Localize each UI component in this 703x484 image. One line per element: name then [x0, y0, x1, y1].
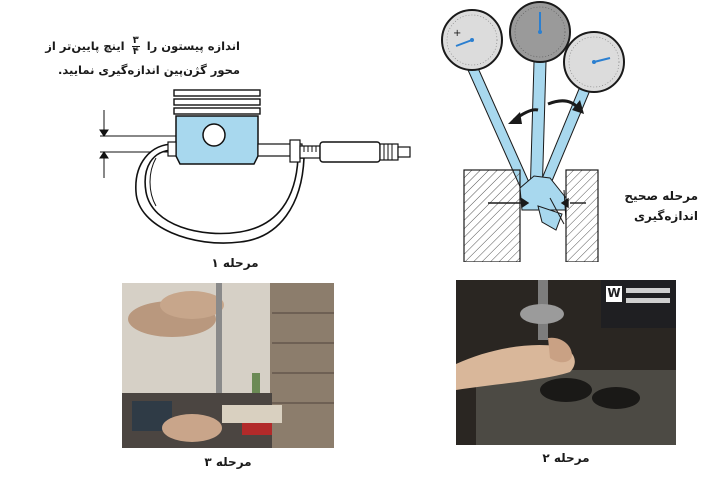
micrometer-lock [289, 139, 301, 163]
step2-caption: مرحله ۲ [542, 451, 590, 465]
step2-photo: W [456, 280, 676, 445]
piston-pin-hole [202, 123, 226, 147]
gauge-label-line2: اندازه‌گیری [634, 209, 698, 223]
gauge-label-line1: مرحله صحیح [624, 189, 698, 203]
micrometer-thimble [319, 141, 381, 163]
step1-instruction-line2: محور گژن‌پین اندازه‌گیری نمایید. [58, 63, 240, 77]
dial-center [509, 1, 571, 63]
micrometer-barrel [299, 145, 321, 159]
dial-right [563, 31, 625, 93]
micrometer-ratchet [379, 143, 411, 161]
step1-caption: مرحله ۱ [211, 256, 259, 270]
micrometer-piston-diagram [99, 89, 411, 244]
gauge-label: مرحله صحیح اندازه‌گیری [598, 186, 698, 226]
step1-instruction-line1: اندازه پیستون را ۳ ۴ اینچ پایین‌تر از [45, 35, 240, 57]
micrometer-anvil [167, 141, 177, 157]
step1-instruction: اندازه پیستون را ۳ ۴ اینچ پایین‌تر از مح… [4, 34, 240, 82]
dial-left: + [441, 9, 503, 71]
measurement-marks [99, 110, 176, 178]
gauge-head [519, 175, 567, 211]
step3-caption: مرحله ۳ [204, 455, 252, 469]
step2-sign-letter: W [607, 286, 621, 300]
cylinder-walls [463, 169, 599, 262]
gauge-probe-tilted [537, 205, 563, 231]
step2-photo-scene [456, 280, 676, 445]
step3-photo-scene [122, 283, 334, 448]
piston-rings [173, 89, 261, 115]
bore-gauge-diagram: + [441, 1, 625, 262]
svg-text:+: + [453, 28, 461, 39]
fraction-three-quarters: ۳ ۴ [131, 35, 140, 57]
step3-photo [122, 283, 334, 448]
